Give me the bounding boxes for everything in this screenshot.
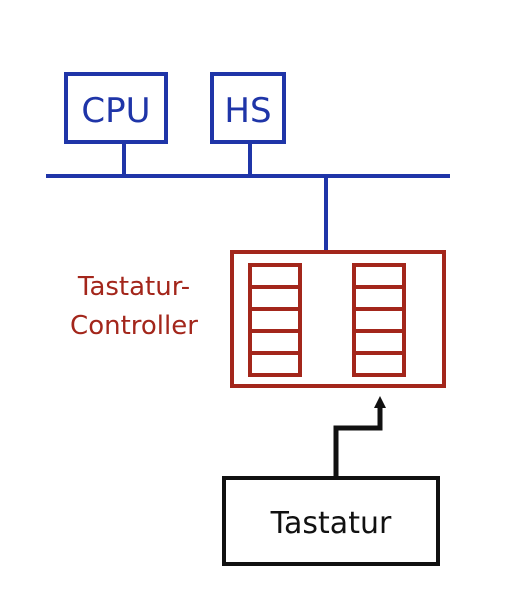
right-register-stack (352, 263, 406, 377)
cpu-label: CPU (81, 91, 150, 131)
right-register-slot (352, 285, 406, 311)
left-register-stack (248, 263, 302, 377)
left-register-slot (248, 285, 302, 311)
keyboard-label: Tastatur (270, 506, 392, 541)
left-register-slot (248, 307, 302, 333)
right-register-slot (352, 263, 406, 289)
right-register-slot (352, 329, 406, 355)
cpu-box (64, 72, 168, 144)
left-register-slot (248, 351, 302, 377)
keyboard-to-controller-arrow (333, 396, 386, 478)
controller-label-line1: Tastatur- (77, 272, 190, 302)
keyboard-node: Tastatur (222, 476, 440, 566)
left-register-slot (248, 263, 302, 289)
hs-label: HS (224, 91, 271, 131)
cpu-node: CPU (64, 72, 168, 144)
right-register-slot (352, 351, 406, 377)
controller-label-line2: Controller (70, 311, 198, 341)
right-register-slot (352, 307, 406, 333)
hs-node: HS (210, 72, 286, 144)
keyboard-box (222, 476, 440, 566)
left-register-slot (248, 329, 302, 355)
